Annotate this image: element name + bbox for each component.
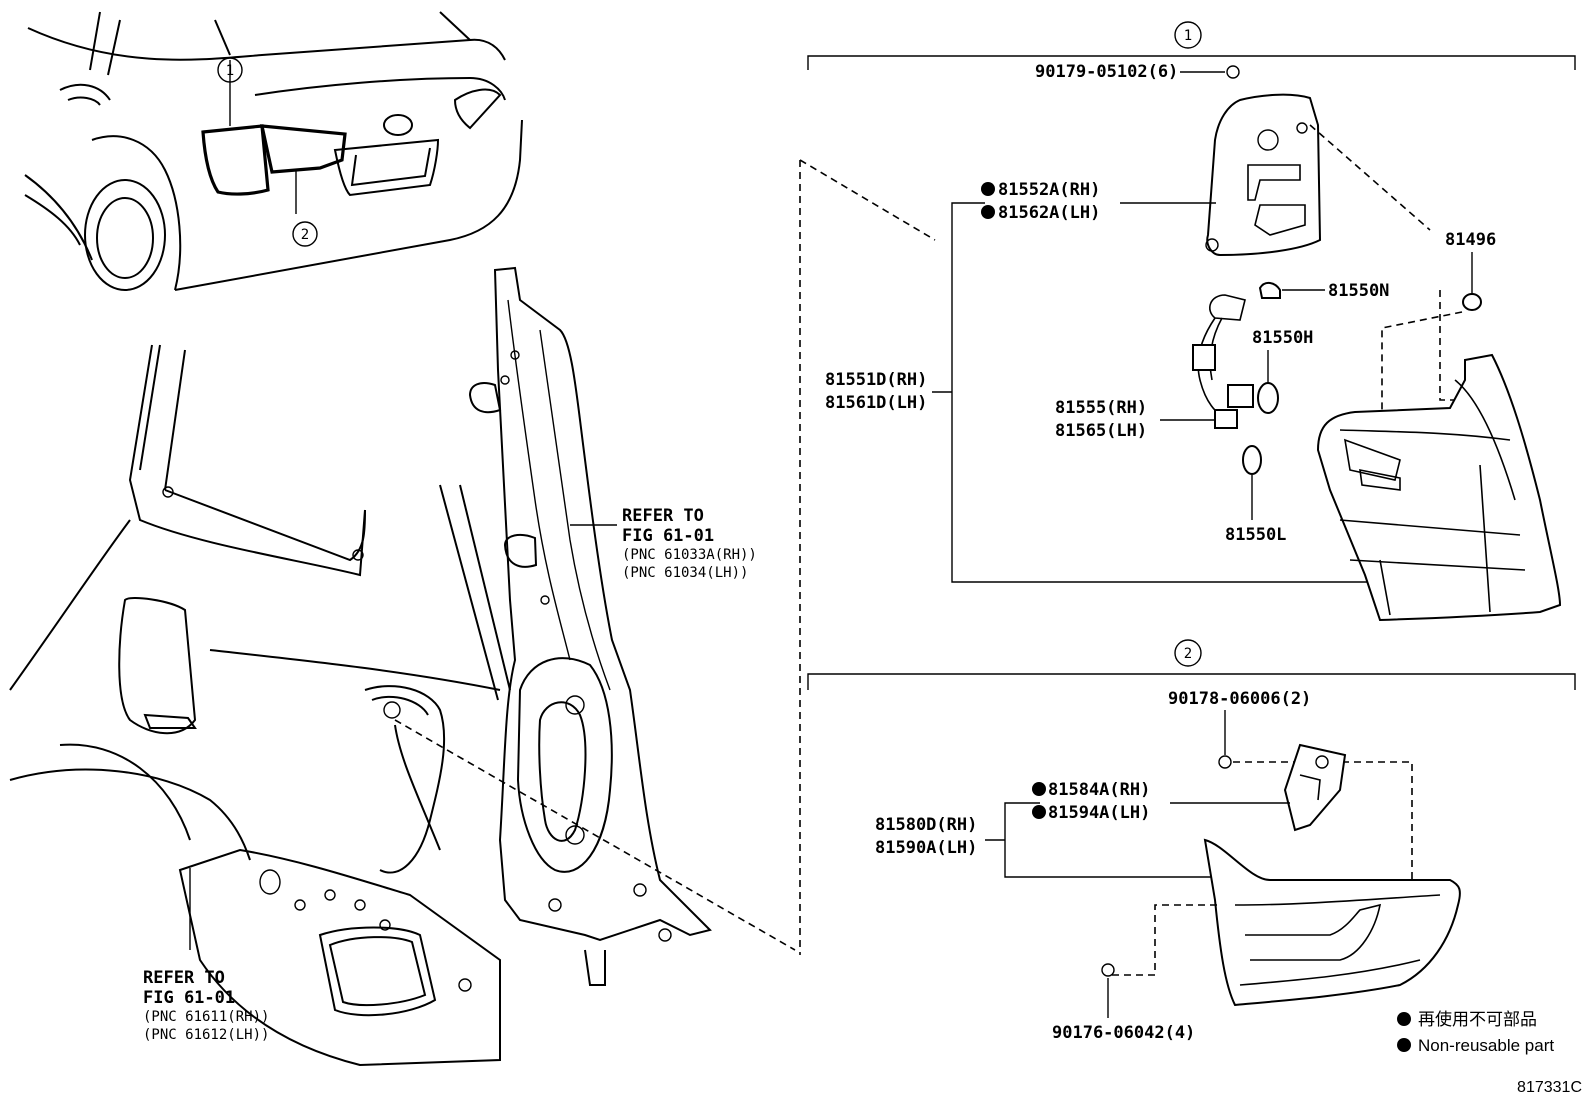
pillar-panel-illustration — [394, 266, 796, 986]
part-81550N: 81550N — [1328, 281, 1389, 301]
part-81555-rh: 81555(RH) — [1055, 398, 1147, 418]
part-81561D-lh: 81561D(LH) — [825, 393, 927, 413]
legend: 再使用不可部品 Non-reusable part — [1397, 1009, 1554, 1055]
part-81550L: 81550L — [1225, 525, 1286, 545]
non-reusable-dot — [981, 182, 995, 196]
non-reusable-dot — [1032, 805, 1046, 819]
part-81565-lh: 81565(LH) — [1055, 421, 1147, 441]
part-81562A-lh: 81562A(LH) — [998, 203, 1100, 223]
legend-japanese: 再使用不可部品 — [1418, 1009, 1537, 1029]
part-81552A-rh: 81552A(RH) — [998, 180, 1100, 200]
refer-upper-line1: REFER TO — [622, 506, 704, 526]
part-81584A-rh: 81584A(RH) — [1048, 780, 1150, 800]
part-81580D-rh: 81580D(RH) — [875, 815, 977, 835]
refer-lower-line4: (PNC 61612(LH)) — [143, 1027, 269, 1043]
refer-lower-line2: FIG 61-01 — [143, 988, 235, 1008]
refer-upper-line4: (PNC 61034(LH)) — [622, 565, 748, 581]
part-90178-06006: 90178-06006(2) — [1168, 689, 1311, 709]
refer-note-upper: REFER TO FIG 61-01 (PNC 61033A(RH)) (PNC… — [622, 506, 757, 581]
car-rear-illustration: 1 2 — [24, 11, 523, 291]
part-81551D-rh: 81551D(RH) — [825, 370, 927, 390]
refer-upper-line2: FIG 61-01 — [622, 526, 714, 546]
assembly-1-group: 1 90179-05102(6) 81552A(RH) 81562A(LH) 8… — [807, 21, 1576, 622]
body-panel-illustration — [9, 344, 511, 1067]
legend-english: Non-reusable part — [1418, 1036, 1554, 1055]
part-90179-05102: 90179-05102(6) — [1035, 62, 1178, 82]
part-81550H: 81550H — [1252, 328, 1313, 348]
part-81590A-lh: 81590A(LH) — [875, 838, 977, 858]
refer-upper-line3: (PNC 61033A(RH)) — [622, 547, 757, 563]
part-90176-06042: 90176-06042(4) — [1052, 1023, 1195, 1043]
refer-note-lower: REFER TO FIG 61-01 (PNC 61611(RH)) (PNC … — [143, 968, 269, 1043]
refer-lower-line3: (PNC 61611(RH)) — [143, 1009, 269, 1025]
assembly-2-group: 2 90178-06006(2) 81584A(RH) 81594A(LH) 8… — [807, 639, 1576, 1043]
assembly-1-callout: 1 — [1184, 28, 1192, 44]
non-reusable-dot — [981, 205, 995, 219]
figure-id: 817331C — [1517, 1079, 1582, 1096]
legend-dot — [1397, 1012, 1411, 1026]
non-reusable-dot — [1032, 782, 1046, 796]
legend-dot — [1397, 1038, 1411, 1052]
part-81496: 81496 — [1445, 230, 1496, 250]
refer-lower-line1: REFER TO — [143, 968, 225, 988]
car-callout-2: 2 — [301, 227, 309, 243]
assembly-2-callout: 2 — [1184, 646, 1192, 662]
car-callout-1: 1 — [226, 63, 234, 79]
part-81594A-lh: 81594A(LH) — [1048, 803, 1150, 823]
